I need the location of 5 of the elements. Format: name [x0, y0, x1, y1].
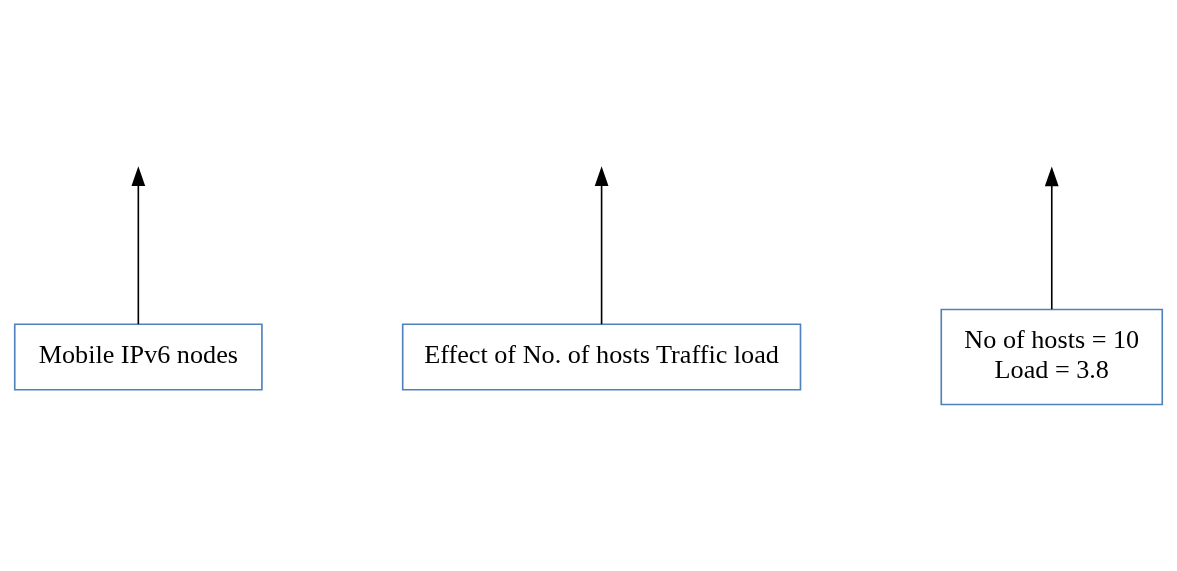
node-box: Mobile IPv6 nodes [13, 322, 263, 391]
node-box: Effect of No. of hosts Traffic load [401, 322, 802, 391]
arrow [594, 165, 609, 325]
node-box: No of hosts = 10 Load = 3.8 [940, 308, 1164, 405]
arrow [131, 165, 146, 325]
